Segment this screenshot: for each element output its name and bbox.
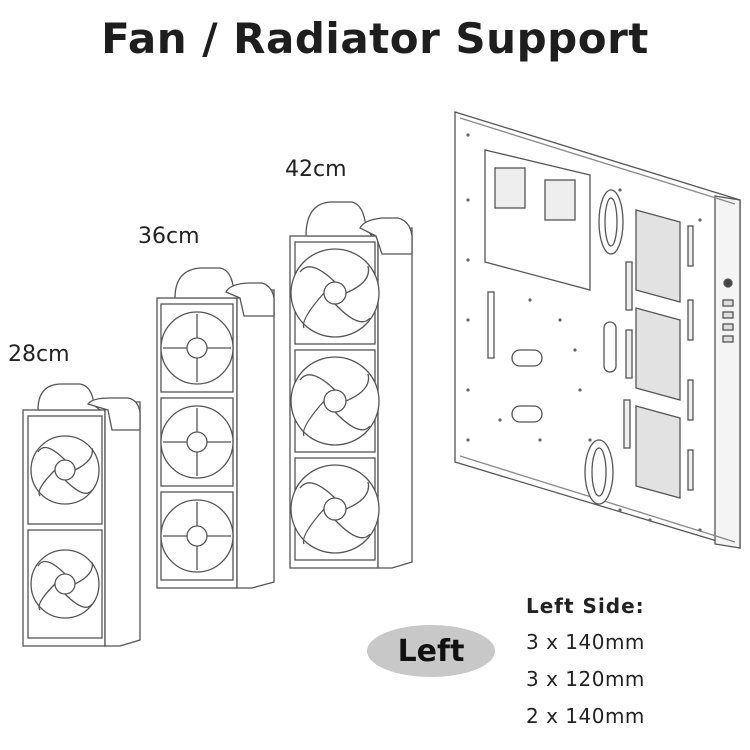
spec-line-1: 3 x 140mm xyxy=(526,630,645,654)
radiator-28cm-label: 28cm xyxy=(8,342,70,367)
radiator-36cm-illustration xyxy=(156,267,275,589)
spec-line-2: 3 x 120mm xyxy=(526,667,645,691)
radiator-42cm-label: 42cm xyxy=(285,157,347,182)
radiator-42cm-illustration xyxy=(289,201,413,569)
spec-line-3: 2 x 140mm xyxy=(526,704,645,728)
case-panel-illustration xyxy=(454,111,741,549)
spec-heading: Left Side: xyxy=(526,594,645,618)
radiator-28cm-illustration xyxy=(22,383,141,647)
page-title: Fan / Radiator Support xyxy=(101,14,649,63)
spec-list: Left Side: 3 x 140mm 3 x 120mm 2 x 140mm xyxy=(526,594,645,741)
left-side-badge: Left xyxy=(367,625,495,677)
radiator-36cm-label: 36cm xyxy=(138,224,200,249)
